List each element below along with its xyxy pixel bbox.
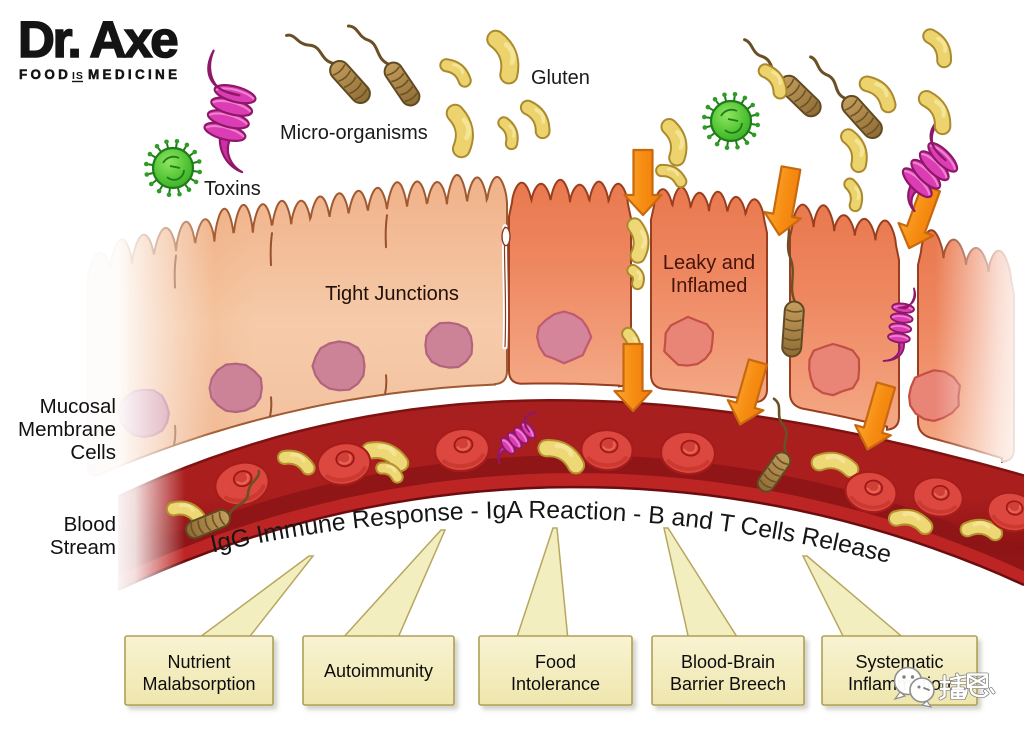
svg-text:Mucosal: Mucosal: [40, 395, 116, 418]
svg-text:Nutrient: Nutrient: [167, 652, 230, 672]
svg-text:Barrier Breech: Barrier Breech: [670, 674, 786, 694]
svg-text:IS: IS: [72, 70, 84, 82]
svg-text:Gluten: Gluten: [531, 67, 590, 89]
svg-text:FOOD: FOOD: [19, 67, 71, 82]
svg-text:MEDICINE: MEDICINE: [88, 67, 180, 82]
svg-text:Intolerance: Intolerance: [511, 674, 600, 694]
svg-text:Toxins: Toxins: [204, 178, 261, 200]
svg-text:Autoimmunity: Autoimmunity: [324, 661, 433, 681]
svg-text:Tight Junctions: Tight Junctions: [325, 283, 459, 305]
svg-text:Stream: Stream: [50, 536, 116, 559]
svg-text:Blood: Blood: [64, 513, 116, 536]
svg-text:Membrane: Membrane: [18, 418, 116, 441]
svg-text:Blood-Brain: Blood-Brain: [681, 652, 775, 672]
svg-text:Leaky and: Leaky and: [663, 252, 755, 274]
svg-text:Food: Food: [535, 652, 576, 672]
svg-text:Inflamed: Inflamed: [671, 275, 748, 297]
svg-text:Systematic: Systematic: [855, 652, 943, 672]
svg-text:Cells: Cells: [70, 441, 116, 464]
svg-text:Malabsorption: Malabsorption: [142, 674, 255, 694]
svg-text:Micro-organisms: Micro-organisms: [280, 122, 428, 144]
svg-text:Dr. Axe: Dr. Axe: [18, 11, 177, 68]
